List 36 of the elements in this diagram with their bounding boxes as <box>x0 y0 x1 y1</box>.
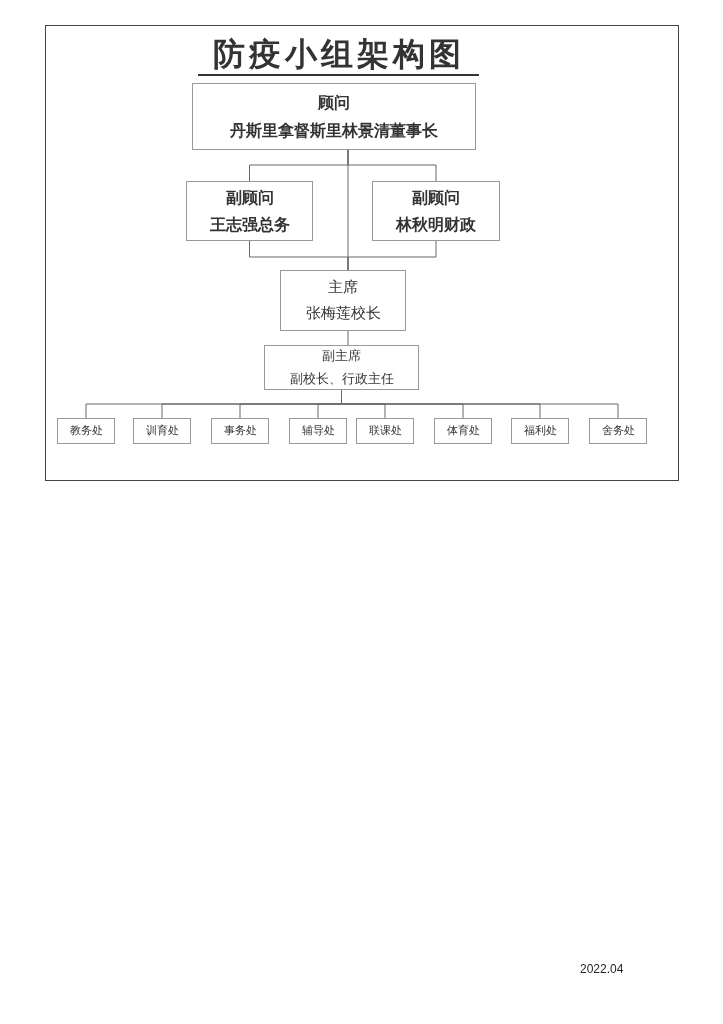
date-label: 2022.04 <box>580 962 624 976</box>
role-title: 副顾问 <box>225 186 274 209</box>
department-box <box>356 418 414 444</box>
department-name: 事务处 <box>223 422 257 439</box>
role-box <box>264 345 419 390</box>
role-box <box>280 270 406 331</box>
role-title: 副主席 <box>322 347 361 366</box>
role-box <box>192 83 476 150</box>
department-name: 舍务处 <box>601 422 635 439</box>
person-name: 王志强总务 <box>209 214 290 236</box>
department-box <box>289 418 347 444</box>
department-name: 辅导处 <box>301 422 335 439</box>
department-name: 福利处 <box>523 422 557 439</box>
person-name: 丹斯里拿督斯里林景清董事长 <box>230 119 438 142</box>
department-name: 教务处 <box>69 422 103 439</box>
role-box <box>186 181 313 241</box>
role-box <box>372 181 500 241</box>
title: 防疫小组架构图 <box>198 34 479 76</box>
department-name: 联课处 <box>368 422 402 439</box>
department-box <box>57 418 115 444</box>
department-name: 训育处 <box>145 422 179 439</box>
connector-line <box>347 330 349 346</box>
department-box <box>511 418 569 444</box>
connector-line <box>341 389 619 419</box>
department-box <box>589 418 647 444</box>
person-name: 副校长、行政主任 <box>289 369 394 388</box>
person-name: 林秋明财政 <box>396 214 476 236</box>
department-box <box>133 418 191 444</box>
person-name: 张梅莲校长 <box>305 302 381 324</box>
department-box <box>211 418 269 444</box>
role-title: 顾问 <box>318 92 350 115</box>
connector-line <box>347 240 437 271</box>
department-box <box>434 418 492 444</box>
department-name: 体育处 <box>446 422 480 439</box>
role-title: 副顾问 <box>412 186 460 209</box>
role-title: 主席 <box>328 277 358 298</box>
